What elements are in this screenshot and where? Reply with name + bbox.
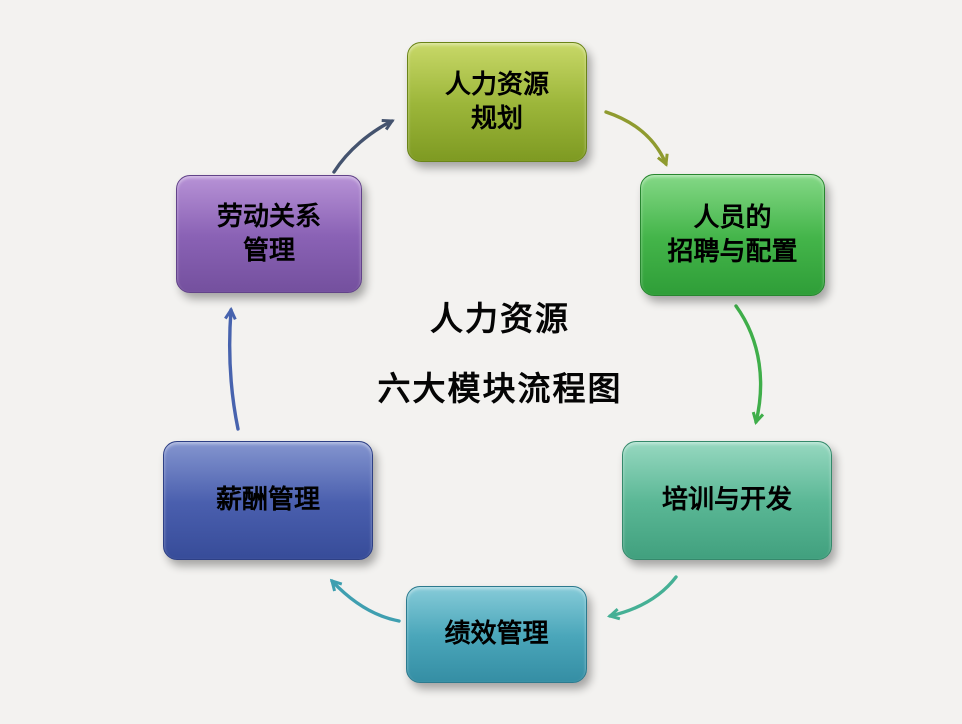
node-compensation-label: 薪酬管理 bbox=[215, 485, 320, 516]
arrow-recruitment-to-training bbox=[734, 304, 765, 426]
node-hr-planning: 人力资源 规划 bbox=[407, 42, 587, 162]
node-hr-planning-label: 人力资源 规划 bbox=[444, 69, 549, 134]
arrow-planning-to-recruitment bbox=[604, 110, 669, 167]
node-labor-relations: 劳动关系 管理 bbox=[176, 175, 362, 293]
arrow-labor-to-planning bbox=[332, 119, 395, 174]
node-compensation: 薪酬管理 bbox=[163, 441, 373, 560]
node-recruitment: 人员的 招聘与配置 bbox=[640, 174, 825, 296]
arrow-performance-to-compensation bbox=[329, 578, 401, 623]
node-performance: 绩效管理 bbox=[406, 586, 587, 683]
node-performance-label: 绩效管理 bbox=[444, 619, 549, 650]
node-training-label: 培训与开发 bbox=[661, 485, 792, 516]
arrow-training-to-performance bbox=[606, 575, 678, 621]
diagram-title-line1: 人力资源 bbox=[430, 299, 570, 338]
node-recruitment-label: 人员的 招聘与配置 bbox=[667, 202, 798, 267]
node-training: 培训与开发 bbox=[622, 441, 832, 560]
diagram-title: 人力资源 六大模块流程图 bbox=[310, 292, 690, 410]
arrow-compensation-to-labor bbox=[224, 306, 240, 431]
diagram-title-line2: 六大模块流程图 bbox=[377, 369, 623, 408]
node-labor-relations-label: 劳动关系 管理 bbox=[216, 201, 321, 266]
